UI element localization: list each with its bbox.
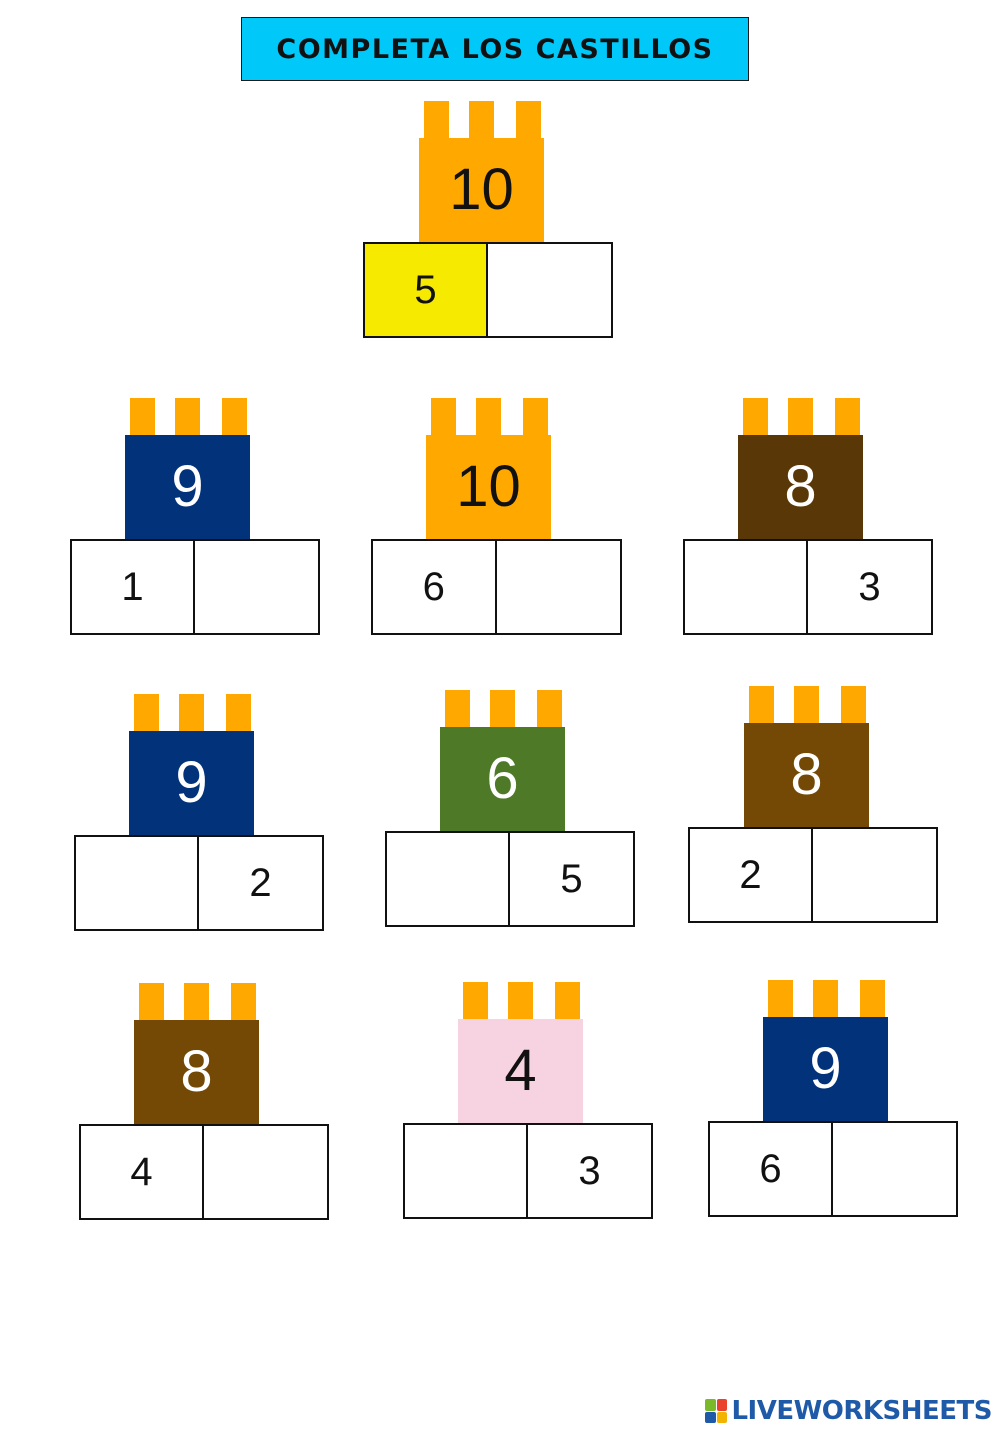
castle-tower-number: 10 [426,435,551,539]
castle-base: 5 [385,831,635,927]
castle-tower-number: 8 [744,723,869,827]
castle-crenel [743,398,768,438]
liveworksheets-icon [705,1399,728,1423]
castle-base-right-answer-box[interactable] [204,1126,327,1218]
castle-base-right-answer-box[interactable] [813,829,936,921]
castle-crenel [768,980,793,1020]
castle-crenel [555,982,580,1022]
page-title: COMPLETA LOS CASTILLOS [276,33,714,65]
castle-base-right-value: 5 [560,856,583,901]
castle-base-left-value: 1 [72,541,195,633]
castle-base-left-answer-box[interactable] [685,541,808,633]
castle-crenel [179,694,204,734]
castle-base: 2 [74,835,324,931]
castle-base-left-answer-box[interactable] [387,833,510,925]
castle-base: 5 [363,242,613,338]
castle-base-left-answer-box[interactable] [405,1125,528,1217]
castle-crenel [445,690,470,730]
castle-base-left-value: 6 [373,541,497,633]
castle-base-right-value: 2 [249,860,272,905]
castle-crenel [222,398,247,438]
castle-tower-number: 10 [419,138,544,242]
castle-crenel [431,398,456,438]
castle-base-right-answer-box[interactable] [833,1123,956,1215]
castle-base-left-value: 5 [365,244,488,336]
castle-base-right-value: 3 [578,1148,601,1193]
castle-crenel [794,686,819,726]
castle-tower-number: 9 [129,731,254,835]
castle-base-left-answer-box[interactable] [76,837,199,929]
castle-crenel [537,690,562,730]
castle-base-right-answer-box[interactable] [195,541,318,633]
castle-crenel [134,694,159,734]
castle-tower-number: 9 [763,1017,888,1121]
castle-base: 3 [683,539,933,635]
castle-crenel [841,686,866,726]
castle-base: 6 [371,539,622,635]
castle-crenel [476,398,501,438]
castle-crenel [835,398,860,438]
castle-base: 1 [70,539,320,635]
castle-base-left-value: 4 [81,1126,204,1218]
castle-tower-number: 6 [440,727,565,831]
castle-tower-number: 8 [738,435,863,539]
castle-base: 2 [688,827,938,923]
castle-base-right-value: 3 [858,564,881,609]
castle-tower-number: 8 [134,1020,259,1124]
castle-crenel [860,980,885,1020]
liveworksheets-logo: LIVEWORKSHEETS [705,1396,992,1426]
castle-crenel [463,982,488,1022]
castle-base-right-answer-box[interactable] [488,244,611,336]
castle-base: 6 [708,1121,958,1217]
castle-crenel [508,982,533,1022]
castle-crenel [175,398,200,438]
castle-base-left-value: 6 [710,1123,833,1215]
castle-crenel [749,686,774,726]
castle-tower-number: 4 [458,1019,583,1123]
castle-crenel [184,983,209,1023]
castle-base: 4 [79,1124,329,1220]
castle-base-left-value: 2 [690,829,813,921]
castle-crenel [523,398,548,438]
castle-crenel [139,983,164,1023]
castle-crenel [469,101,494,141]
castle-crenel [788,398,813,438]
castle-crenel [516,101,541,141]
title-banner: COMPLETA LOS CASTILLOS [241,17,749,81]
castle-crenel [231,983,256,1023]
castle-crenel [490,690,515,730]
logo-text: LIVEWORKSHEETS [731,1396,992,1426]
castle-base: 3 [403,1123,653,1219]
castle-crenel [130,398,155,438]
castle-crenel [226,694,251,734]
castle-tower-number: 9 [125,435,250,539]
castle-base-right-answer-box[interactable] [497,541,621,633]
castle-crenel [424,101,449,141]
castle-crenel [813,980,838,1020]
